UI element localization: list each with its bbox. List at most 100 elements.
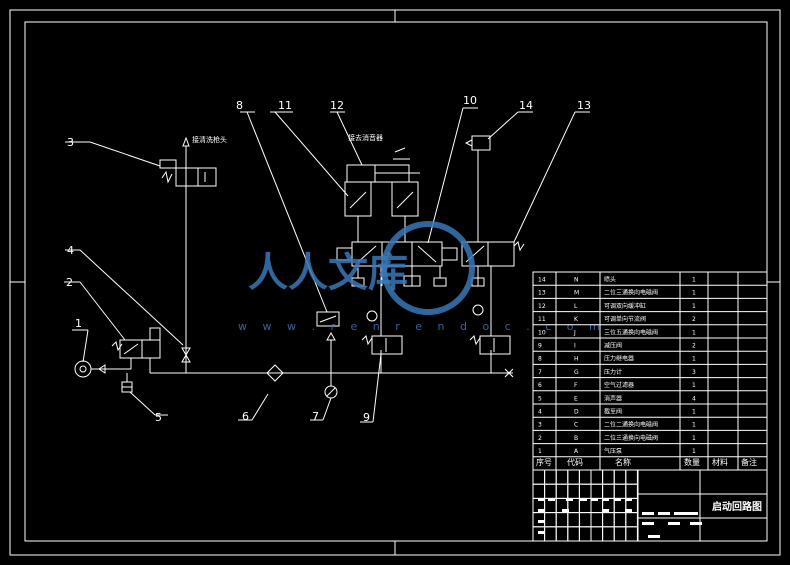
bom-cell-seq: 3 [538, 422, 542, 429]
bom-cell-qty: 1 [692, 435, 696, 442]
title-block-cell [613, 526, 627, 542]
title-block-marker [658, 512, 670, 515]
callout-12: 12 [330, 99, 344, 112]
drawing-title: 启动回路图 [712, 500, 762, 513]
title-block-marker [690, 522, 702, 525]
muffler-5 [121, 373, 133, 393]
title-block-marker [538, 520, 545, 523]
title-block-cell [544, 526, 557, 542]
title-block-marker [674, 512, 686, 515]
callout-13: 13 [577, 99, 591, 112]
title-block-marker [548, 498, 555, 501]
bom-cell-seq: 7 [538, 369, 542, 376]
title-block-cell [625, 512, 638, 528]
watermark: 人人文库 w w w . r e n r e n d o c . c o m [238, 221, 606, 333]
title-block-cell [555, 469, 569, 485]
bom-cell-name: 减压阀 [604, 342, 622, 350]
bom-cell-code: L [574, 303, 578, 310]
air-filter [266, 364, 284, 382]
bom-cell-qty: 1 [692, 303, 696, 310]
bom-cell-qty: 4 [692, 395, 696, 402]
bom-cell-qty: 1 [692, 277, 696, 284]
title-block-marker [614, 498, 621, 501]
callout-leaders [64, 107, 590, 423]
title-block-cell [590, 526, 604, 542]
title-block-marker [566, 498, 573, 501]
callout-2: 2 [66, 276, 73, 289]
annotation-spray-gun: 接清洗枪头 [192, 135, 227, 144]
bom-cell-qty: 1 [692, 290, 696, 297]
title-block: 启动回路图 [532, 469, 768, 542]
bom-cell-code: J [573, 329, 576, 336]
title-block-marker [538, 509, 545, 512]
bom-cell-code: G [574, 369, 579, 376]
bom-cell-code: K [574, 316, 579, 323]
throttle-valves-11 [344, 181, 419, 242]
watermark-url: w w w . r e n r e n d o c . c o m [238, 320, 606, 333]
title-block-cell [532, 469, 546, 485]
bom-cell-code: A [574, 448, 579, 455]
title-block-marker [648, 535, 660, 538]
title-block-cell [625, 469, 638, 485]
callout-10: 10 [463, 94, 477, 107]
bom-cell-qty: 1 [692, 448, 696, 455]
bom-cell-name: 压力继电器 [604, 355, 634, 363]
bom-cell-qty: 2 [692, 343, 696, 350]
title-block-cell [567, 469, 580, 485]
callout-4: 4 [67, 244, 74, 257]
title-block-cell [544, 483, 557, 499]
title-block-cell [625, 526, 638, 542]
title-block-cell [613, 483, 627, 499]
valve-3-2-solenoid [105, 327, 161, 373]
valve-5-3-solenoid [336, 241, 458, 287]
title-block-cell [613, 512, 627, 528]
title-block-marker [538, 498, 545, 501]
bom-cell-name: 压力计 [604, 368, 622, 376]
bom-cell-qty: 1 [692, 382, 696, 389]
bom-row: 11 K 可调单向节流阀 2 [538, 315, 696, 323]
bom-cell-name: 二位二通换向电磁阀 [604, 421, 658, 429]
bom-cell-name: 气压泵 [604, 447, 622, 455]
bom-header-qty: 数量 [684, 457, 700, 467]
title-block-cell [532, 483, 546, 499]
bom-cell-code: H [574, 356, 579, 363]
title-block-cell [590, 483, 604, 499]
callout-5: 5 [155, 411, 162, 424]
title-block-cell [578, 512, 592, 528]
cushion-cylinder-12 [346, 147, 420, 183]
pressure-gauge-7 [324, 373, 338, 399]
bom-header: 序号 代码 名称 数量 材料 备注 [536, 457, 757, 467]
bom-header-material: 材料 [712, 457, 728, 467]
watermark-logo-text: 人人文库 [248, 250, 408, 296]
bom-cell-seq: 11 [538, 316, 546, 323]
bom-cell-name: 可调单向节流阀 [604, 315, 646, 323]
bom-cell-seq: 10 [538, 329, 546, 336]
stop-valve-4 [181, 136, 191, 373]
bom-cell-seq: 4 [538, 409, 542, 416]
title-block-marker [538, 531, 545, 534]
bom-header-code: 代码 [567, 457, 583, 467]
title-block-cell [544, 512, 557, 528]
title-block-cell [625, 483, 638, 499]
title-block-cell [578, 469, 592, 485]
callout-7: 7 [312, 410, 319, 423]
bom-cell-qty: 1 [692, 329, 696, 336]
reducing-valve-9b [469, 266, 511, 373]
bom-cell-qty: 1 [692, 356, 696, 363]
callout-3: 3 [67, 136, 74, 149]
bom-cell-qty: 2 [692, 316, 696, 323]
pressure-switch-8 [316, 311, 340, 373]
title-block-marker [668, 522, 680, 525]
nozzle-14 [464, 135, 491, 151]
title-block-marker [642, 522, 654, 525]
callout-1: 1 [75, 317, 82, 330]
